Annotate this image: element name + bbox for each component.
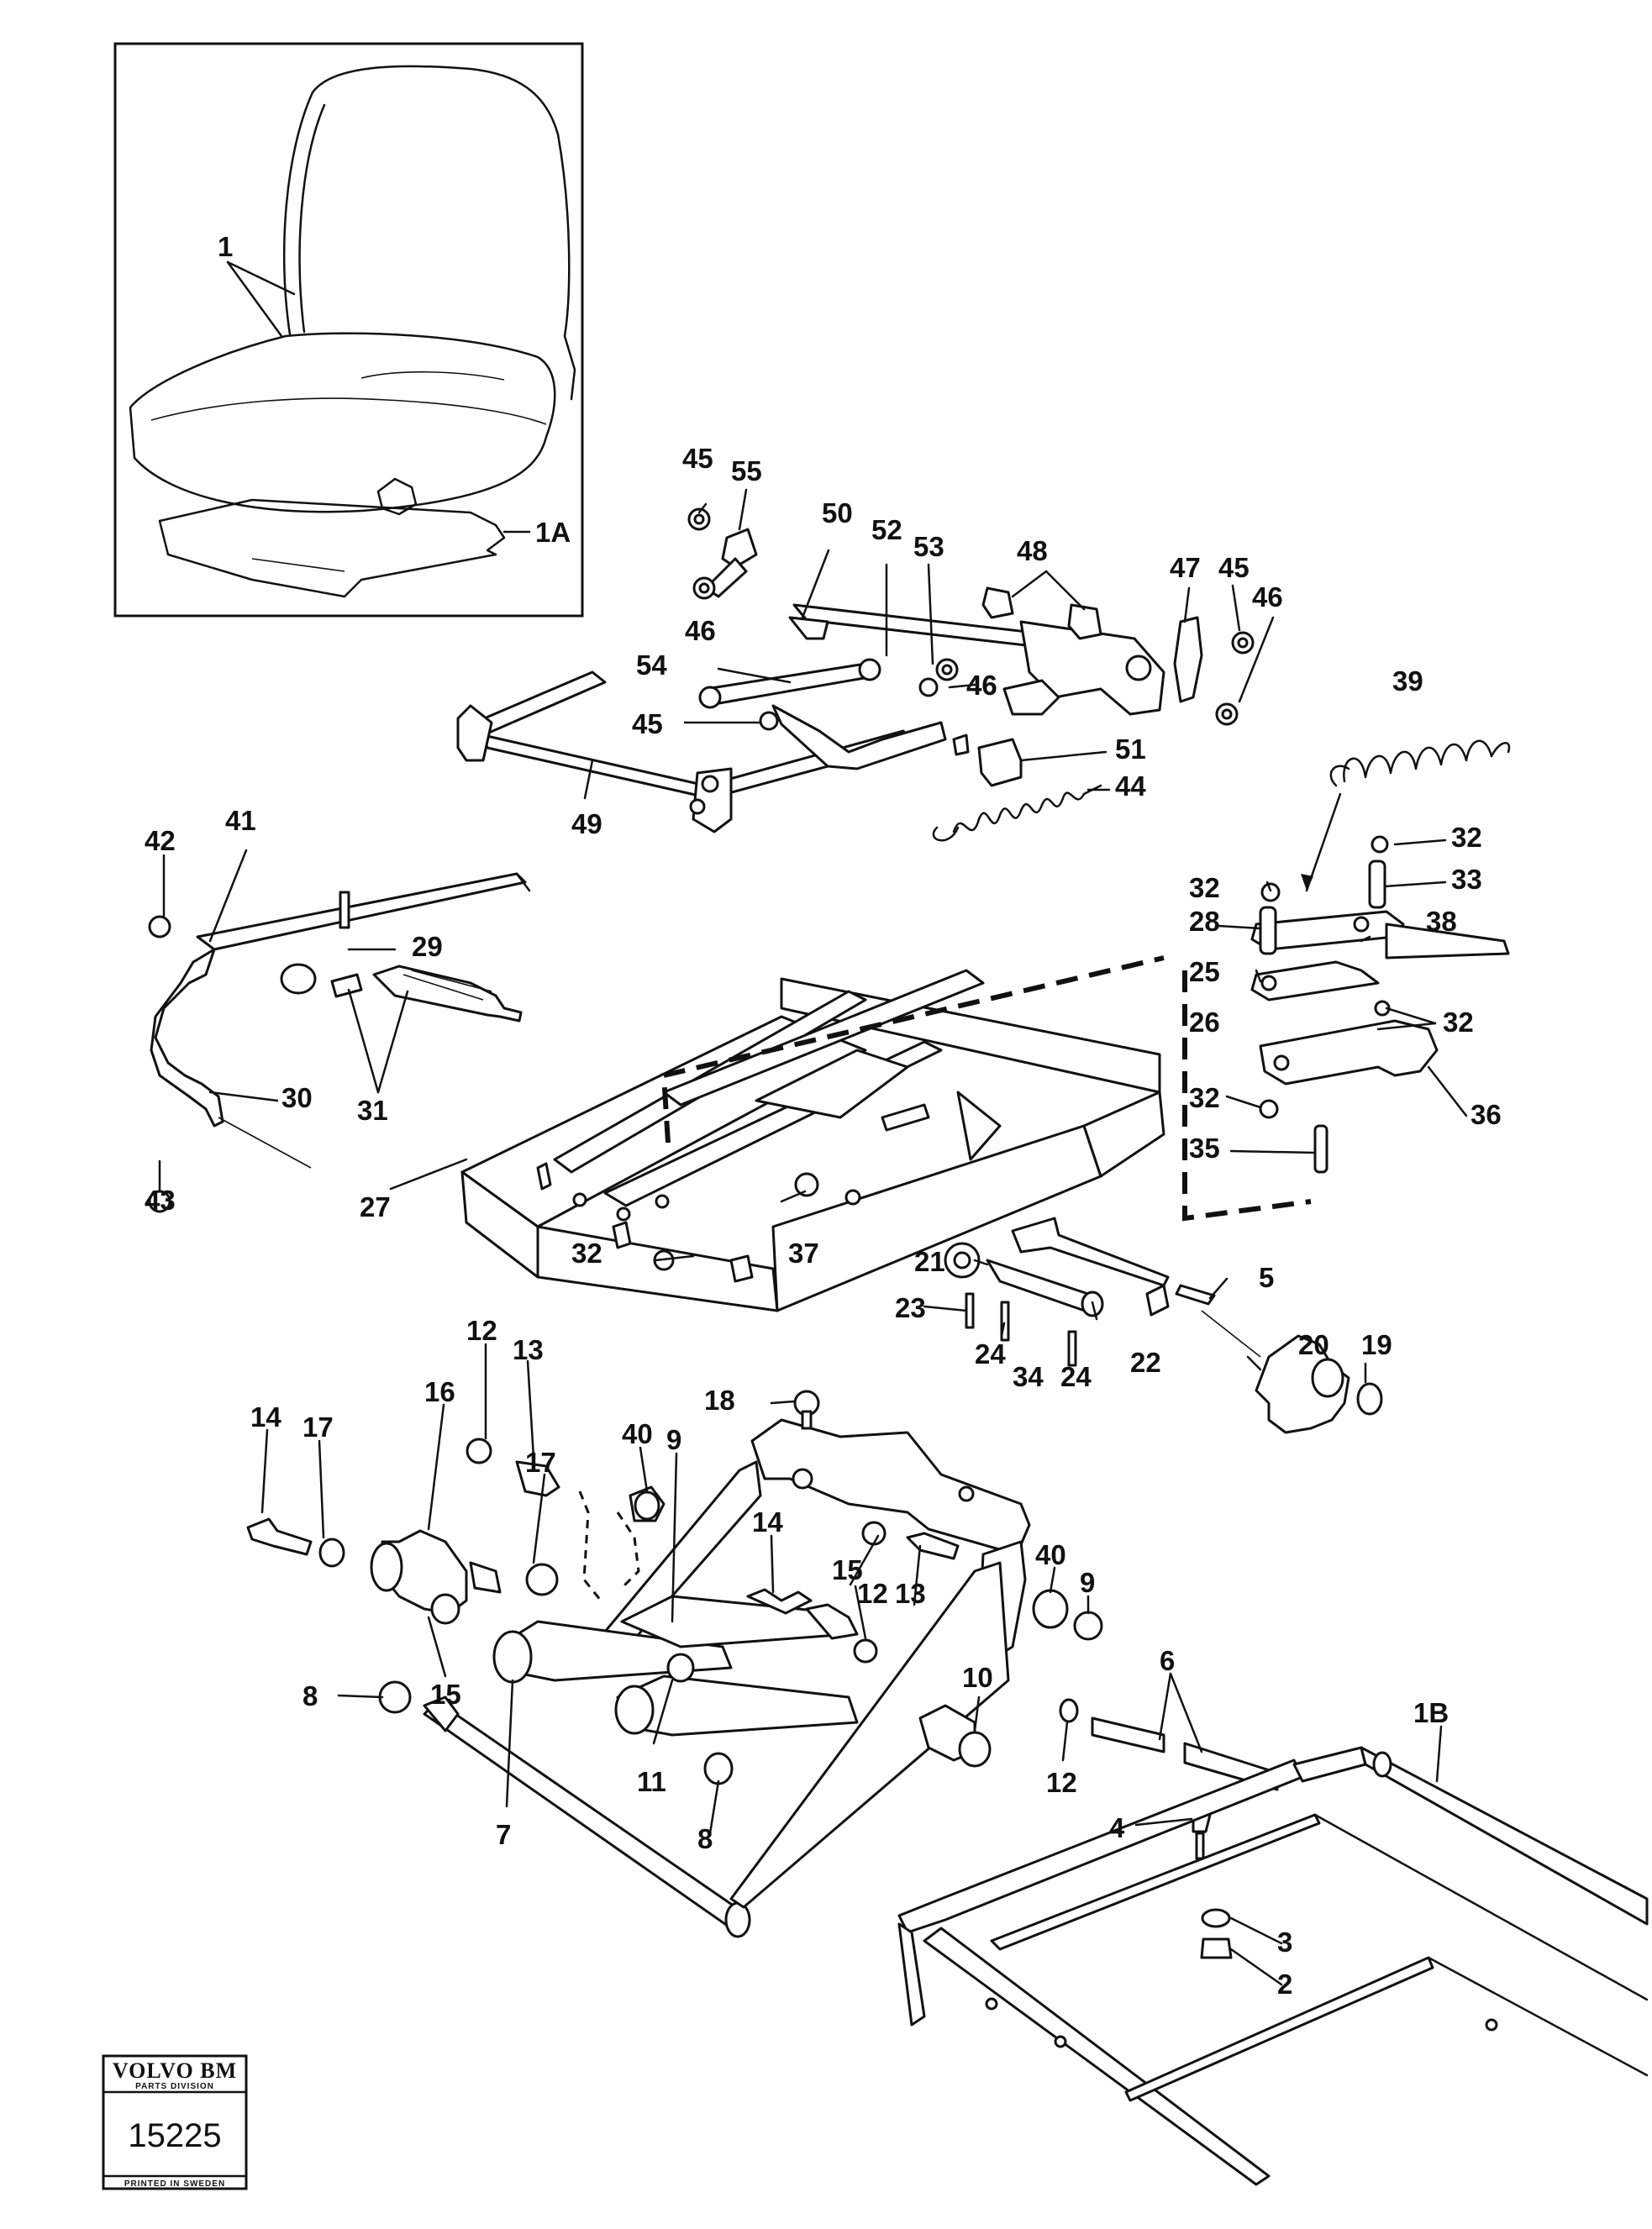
callout-18: 18: [704, 1385, 735, 1416]
callout-13: 13: [895, 1578, 926, 1609]
callout-23: 23: [895, 1292, 926, 1323]
callout-35: 35: [1189, 1133, 1220, 1164]
callout-46: 46: [966, 670, 997, 701]
callout-19: 19: [1361, 1329, 1392, 1360]
callout-8: 8: [303, 1680, 318, 1711]
callout-45: 45: [632, 708, 663, 739]
callout-28: 28: [1189, 906, 1220, 937]
badge-brand: VOLVO BM: [113, 2058, 237, 2083]
callout-9: 9: [666, 1424, 681, 1455]
callout-34: 34: [1013, 1361, 1044, 1392]
callout-29: 29: [412, 931, 443, 962]
callout-2: 2: [1277, 1969, 1292, 2000]
callout-15: 15: [430, 1679, 461, 1710]
callout-41: 41: [225, 805, 256, 836]
callout-40: 40: [1035, 1539, 1066, 1570]
callout-40: 40: [622, 1418, 653, 1449]
callout-43: 43: [145, 1185, 176, 1216]
callout-11: 11: [637, 1766, 666, 1797]
callout-17: 17: [525, 1447, 556, 1478]
callout-1: 1: [218, 231, 233, 262]
callout-48: 48: [1017, 535, 1048, 566]
callout-42: 42: [145, 825, 176, 856]
callout-36: 36: [1470, 1099, 1502, 1130]
callout-5: 5: [1259, 1262, 1274, 1293]
callout-12: 12: [466, 1315, 497, 1346]
main-frame: [460, 955, 1312, 1312]
callout-8: 8: [697, 1823, 713, 1854]
badge-division: PARTS DIVISION: [135, 2082, 214, 2091]
base-frame: [897, 1698, 1649, 2186]
callout-20: 20: [1298, 1329, 1329, 1360]
callout-33: 33: [1451, 864, 1482, 895]
callout-24: 24: [975, 1338, 1006, 1369]
callout-52: 52: [871, 514, 902, 545]
callout-26: 26: [1189, 1007, 1220, 1038]
callout-32: 32: [1189, 872, 1220, 903]
callout-21: 21: [914, 1246, 945, 1277]
adjuster-plates: [1250, 835, 1510, 1174]
rail-41: [148, 872, 531, 1213]
callout-30: 30: [281, 1082, 313, 1113]
callout-16: 16: [424, 1376, 455, 1407]
callout-1A: 1A: [535, 517, 571, 548]
callout-17: 17: [303, 1412, 334, 1443]
callout-45: 45: [682, 443, 713, 474]
callout-51: 51: [1115, 733, 1146, 765]
spring-39: [1301, 739, 1511, 892]
callout-24: 24: [1060, 1361, 1092, 1392]
callout-32: 32: [1443, 1007, 1474, 1038]
callout-22: 22: [1130, 1347, 1161, 1378]
callout-15: 15: [832, 1554, 863, 1585]
linkage-assembly: [456, 507, 1255, 842]
handwheel-20: [653, 1217, 1383, 1434]
callout-31: 31: [357, 1095, 388, 1126]
callout-54: 54: [636, 649, 667, 681]
callout-45: 45: [1218, 552, 1250, 583]
callout-14: 14: [250, 1401, 281, 1433]
spring-44: [932, 784, 1102, 842]
callout-3: 3: [1277, 1927, 1292, 1958]
suspension-assembly: [246, 1390, 1103, 1938]
callout-32: 32: [571, 1238, 602, 1269]
callout-27: 27: [360, 1191, 391, 1222]
callout-37: 37: [788, 1238, 819, 1269]
callout-46: 46: [685, 615, 716, 646]
callout-46: 46: [966, 670, 997, 701]
leader-lines: [158, 260, 1468, 1986]
volvo-badge: VOLVO BM PARTS DIVISION 15225 PRINTED IN…: [102, 2054, 248, 2190]
callout-25: 25: [1189, 956, 1220, 987]
callout-46: 46: [1252, 581, 1283, 612]
callout-39: 39: [1392, 665, 1423, 697]
callout-1B: 1B: [1413, 1697, 1449, 1728]
callout-47: 47: [1170, 552, 1201, 583]
callout-labels: 1 1A 45 55 50 52 53 48 47 45 46 46 46 54…: [145, 231, 1502, 2000]
callout-14: 14: [752, 1506, 783, 1538]
badge-number: 15225: [128, 2117, 221, 2154]
callout-38: 38: [1426, 906, 1457, 937]
spindle-31: [280, 963, 523, 1023]
callout-32: 32: [1451, 822, 1482, 853]
callout-12: 12: [857, 1578, 888, 1609]
callout-50: 50: [822, 497, 853, 528]
callout-55: 55: [731, 455, 762, 486]
callout-49: 49: [571, 808, 602, 839]
callout-6: 6: [1160, 1645, 1175, 1676]
seat-inset: [113, 42, 584, 618]
callout-44: 44: [1115, 770, 1146, 802]
callout-13: 13: [513, 1334, 544, 1365]
callout-53: 53: [913, 531, 944, 562]
callout-12: 12: [1046, 1767, 1077, 1798]
callout-4: 4: [1109, 1812, 1125, 1843]
callout-7: 7: [496, 1819, 511, 1850]
callout-32: 32: [1189, 1082, 1220, 1113]
badge-printed: PRINTED IN SWEDEN: [124, 2179, 225, 2189]
callout-9: 9: [1080, 1567, 1095, 1598]
callout-10: 10: [962, 1662, 993, 1693]
